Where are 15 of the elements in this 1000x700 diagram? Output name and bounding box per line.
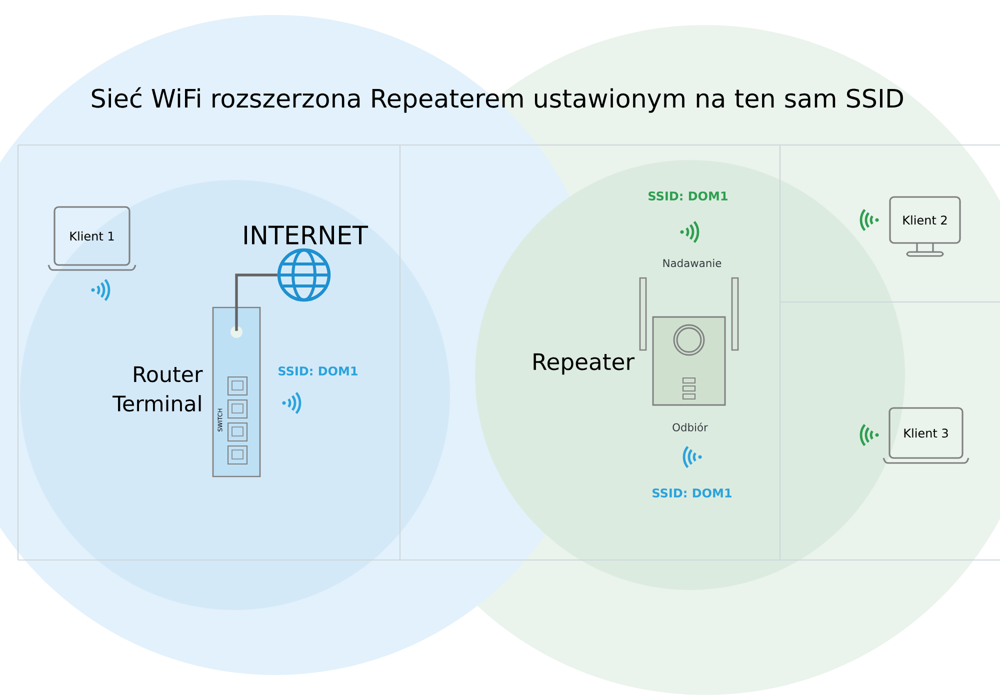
globe-icon xyxy=(277,248,331,302)
title: Sieć WiFi rozszerzona Repeaterem ustawionym na ten sam SSID xyxy=(92,87,903,113)
device-label: INTERNET xyxy=(244,226,368,244)
label: Odbiór xyxy=(672,422,708,432)
repeater xyxy=(639,277,739,406)
laptop: Klient 3 xyxy=(882,407,970,464)
cable xyxy=(235,274,278,331)
label: SSID: DOM1 xyxy=(648,191,728,201)
monitor: Klient 2 xyxy=(889,196,961,257)
device-label: Repeater xyxy=(534,353,635,375)
label: SSID: DOM1 xyxy=(278,366,358,376)
label: SSID: DOM1 xyxy=(652,488,732,498)
laptop: Klient 1 xyxy=(48,206,136,271)
label: Nadawanie xyxy=(663,258,722,268)
device-label: Router Terminal xyxy=(112,366,203,412)
